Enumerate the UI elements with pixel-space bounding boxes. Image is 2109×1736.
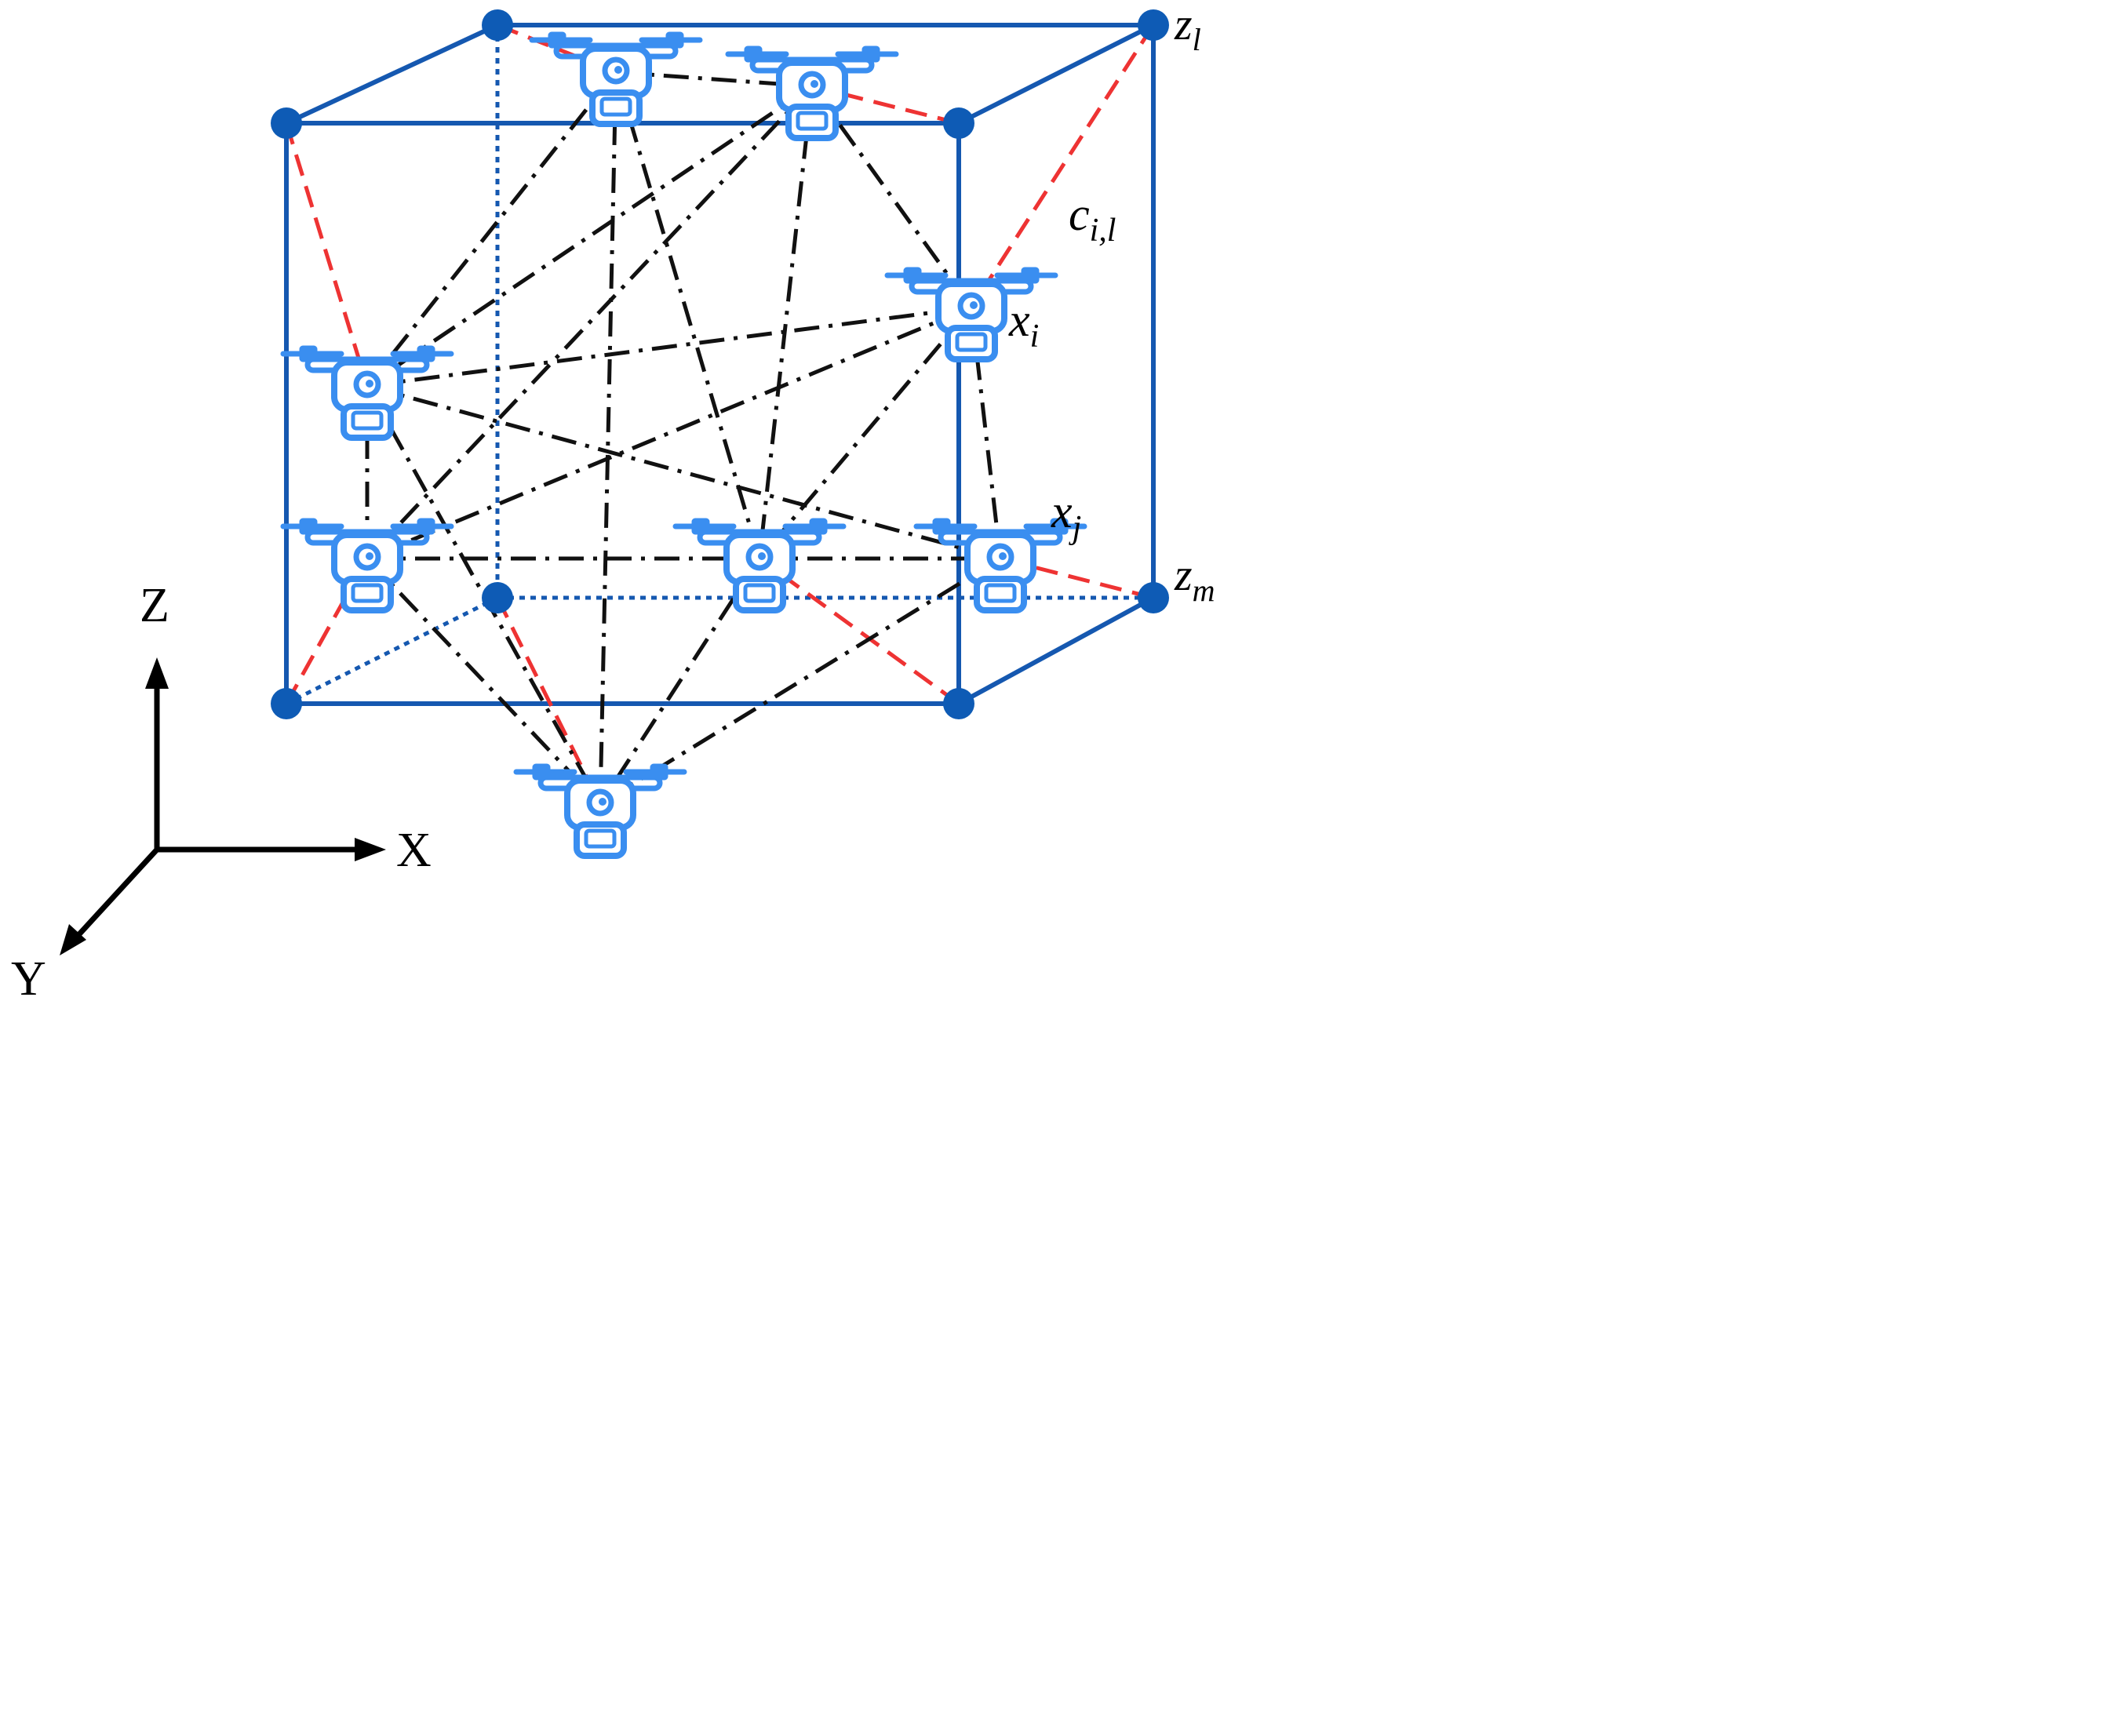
- z-axis-arrow: [145, 657, 169, 689]
- label-z-l-sub: l: [1193, 22, 1201, 57]
- hidden-edge-bottom-left: [285, 595, 499, 706]
- y-axis-arrow: [60, 924, 86, 955]
- cube-hidden-edges: [285, 25, 1153, 706]
- label-c-il-sub: i,l: [1090, 213, 1116, 249]
- drone-link-t1-mid: [614, 71, 762, 559]
- cube-top-right: [957, 23, 1155, 126]
- z-axis-label: Z: [140, 579, 169, 632]
- label-z-l-base: z: [1174, 0, 1193, 49]
- label-x-i-sub: i: [1030, 318, 1040, 355]
- vertex-dot-A: [271, 107, 302, 139]
- label-x-j: xj: [1051, 486, 1081, 546]
- coordinate-axes: [60, 657, 386, 955]
- label-c-il-base: c: [1069, 188, 1090, 240]
- drone-icon: [281, 346, 453, 438]
- drone-link-xi-xj: [969, 307, 1003, 559]
- vertex-dot-E: [482, 9, 513, 41]
- label-z-m-sub: m: [1193, 573, 1215, 608]
- cube-bottom-right: [957, 595, 1155, 706]
- vertex-dot-G: [1138, 582, 1169, 613]
- label-x-j-sub: j: [1069, 510, 1082, 546]
- label-z-m-base: z: [1174, 549, 1193, 600]
- x-axis-arrow: [355, 838, 386, 861]
- drone-icon: [514, 764, 687, 856]
- drone-link-xj-bot: [599, 556, 1002, 806]
- drone-link-t2-l2: [366, 85, 814, 560]
- drone-icon: [281, 519, 453, 610]
- drone-link-t2-l1: [366, 84, 814, 388]
- label-x-j-base: x: [1051, 486, 1073, 537]
- vertex-dot-C: [943, 688, 974, 719]
- black-links: [365, 70, 1003, 806]
- drone-link-l2-xi: [366, 305, 972, 561]
- drone-link-l1-xi: [366, 305, 972, 388]
- red-link-bot: [495, 596, 603, 806]
- x-axis-label: X: [396, 824, 432, 877]
- drone-link-t2-mid: [757, 86, 814, 559]
- y-axis-line: [76, 847, 159, 937]
- vertex-dot-B: [943, 107, 974, 139]
- red-link-t2: [811, 84, 960, 126]
- label-x-i-base: x: [1008, 294, 1030, 346]
- drone-link-l2-bot: [366, 557, 602, 806]
- label-z-m: zm: [1174, 549, 1215, 608]
- drone-link-t1-bot: [598, 71, 618, 805]
- cube-vertices: [271, 9, 1169, 719]
- red-link-l1: [284, 122, 370, 387]
- vertex-dot-H: [482, 582, 513, 613]
- label-z-l: zl: [1174, 0, 1201, 57]
- drone-link-t1-l1: [366, 71, 617, 388]
- drone-link-xi-mid: [758, 306, 973, 560]
- drone-link-l1-xj: [366, 384, 1001, 561]
- cube-top-left: [285, 23, 499, 126]
- red-link-mid: [758, 556, 960, 706]
- red-links: [284, 23, 1156, 806]
- label-c-il: ci,l: [1069, 188, 1116, 249]
- red-link-xi: [969, 24, 1156, 309]
- vertex-dot-F: [1138, 9, 1169, 41]
- label-x-i: xi: [1008, 294, 1039, 355]
- vertex-dot-D: [271, 688, 302, 719]
- y-axis-label: Y: [11, 952, 46, 1006]
- drone-link-t2-xi: [810, 85, 974, 309]
- red-link-xj: [1000, 556, 1154, 600]
